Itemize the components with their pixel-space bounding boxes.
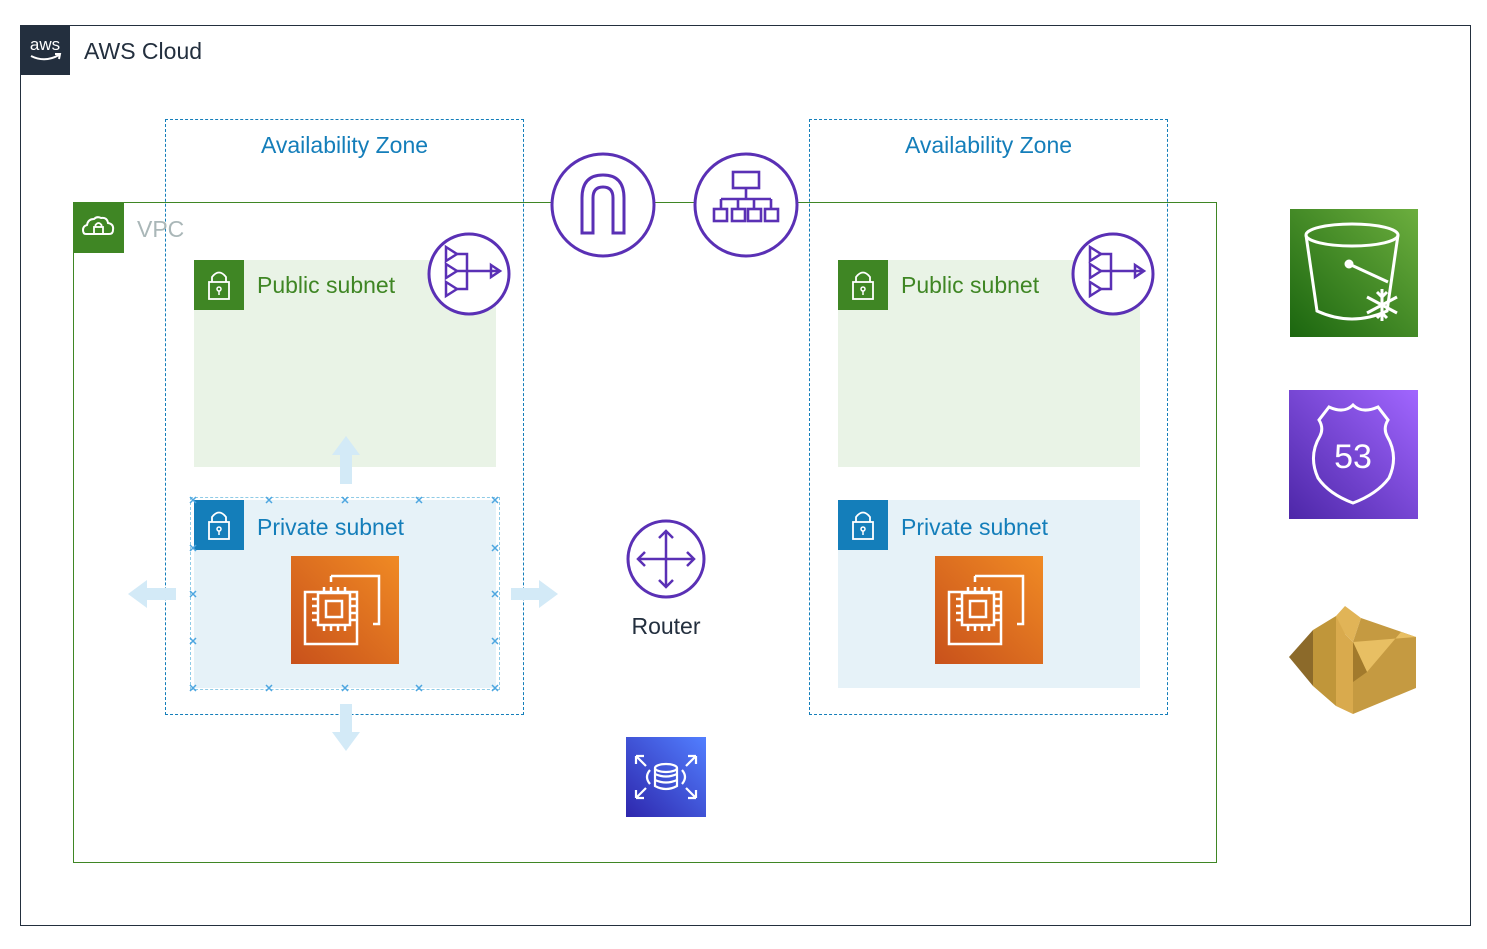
rds-icon[interactable] xyxy=(626,737,706,817)
router-icon[interactable] xyxy=(625,518,707,600)
svg-text:aws: aws xyxy=(30,35,60,54)
lock-icon xyxy=(194,260,244,310)
lock-icon xyxy=(838,500,888,550)
drag-arrows xyxy=(128,436,558,751)
load-balancer-icon[interactable] xyxy=(692,151,800,259)
arrow-left-icon xyxy=(128,580,176,608)
lock-icon xyxy=(838,260,888,310)
internet-gateway-icon[interactable] xyxy=(549,151,657,259)
public-subnet-2-title: Public subnet xyxy=(901,272,1040,298)
availability-zone-1-title: Availability Zone xyxy=(260,132,429,158)
aws-cloud-title: AWS Cloud xyxy=(84,38,203,64)
arrow-up-icon xyxy=(332,436,360,484)
nat-gateway-icon[interactable] xyxy=(1071,232,1155,316)
public-subnet-1-title: Public subnet xyxy=(257,272,396,298)
ses-icon[interactable] xyxy=(1289,604,1418,716)
route53-number: 53 xyxy=(1334,438,1372,476)
cloud-lock-icon xyxy=(73,202,124,253)
availability-zone-2 xyxy=(809,119,1168,715)
vpc-title: VPC xyxy=(137,216,185,242)
nat-gateway-icon[interactable] xyxy=(427,232,511,316)
route53-icon[interactable]: 53 xyxy=(1289,390,1418,519)
aws-logo-icon: aws xyxy=(20,25,70,75)
private-subnet-2-title: Private subnet xyxy=(901,514,1049,540)
ec2-instance-icon[interactable] xyxy=(935,556,1043,664)
availability-zone-2-title: Availability Zone xyxy=(904,132,1073,158)
lock-icon xyxy=(194,500,244,550)
selection-outline[interactable] xyxy=(190,497,500,690)
ec2-instance-icon[interactable] xyxy=(291,556,399,664)
private-subnet-1-title: Private subnet xyxy=(257,514,405,540)
router-label: Router xyxy=(631,613,701,639)
s3-glacier-icon[interactable] xyxy=(1290,209,1418,337)
arrow-right-icon xyxy=(511,580,558,608)
aws-cloud-group xyxy=(20,25,1471,926)
arrow-down-icon xyxy=(332,704,360,751)
resize-handles xyxy=(189,496,499,692)
